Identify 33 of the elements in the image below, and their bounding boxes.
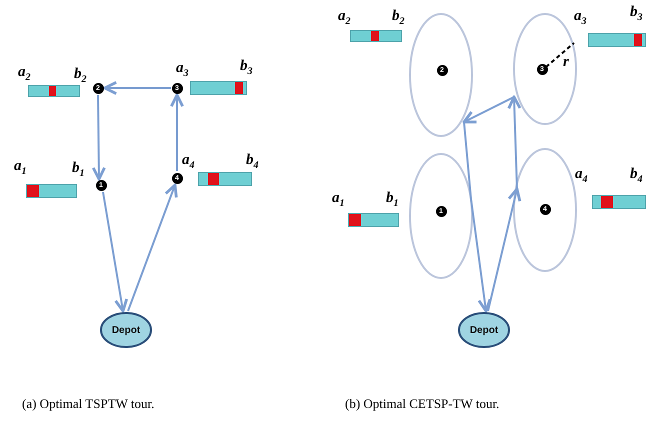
arrow [170,94,184,171]
time-window-label: a$_{3}$ [574,8,586,27]
time-window-label: a$_{2}$ [338,8,350,27]
time-window-label: b$_{1}$ [72,160,84,179]
arrow [92,94,106,180]
depot-ellipse: Depot [458,312,510,348]
arrow [462,96,514,124]
figure-caption: (a) Optimal TSPTW tour. [22,396,154,412]
radius-label: r [563,54,569,71]
time-window-label: b$_{3}$ [630,4,642,23]
time-window-label: b$_{4}$ [246,152,258,171]
time-window-label: b$_{2}$ [74,66,86,85]
neighborhood-ellipse [409,153,473,279]
time-window-label: b$_{3}$ [240,58,252,77]
arrow [487,188,522,312]
arrow [127,184,178,312]
time-window-label: a$_{2}$ [18,64,30,83]
time-window-label: a$_{4}$ [182,152,194,171]
arrow [104,81,171,95]
time-window-label: b$_{4}$ [630,166,642,185]
neighborhood-ellipse [409,13,473,137]
time-window-label: a$_{1}$ [332,190,344,209]
arrow [507,96,522,190]
time-window-label: b$_{1}$ [386,190,398,209]
time-window-label: a$_{3}$ [176,60,188,79]
time-window-label: a$_{1}$ [14,158,26,177]
time-window-label: a$_{4}$ [575,166,588,185]
neighborhood-ellipse [513,148,577,272]
time-window-label: b$_{2}$ [392,8,404,27]
figure-caption: (b) Optimal CETSP-TW tour. [345,396,500,412]
depot-ellipse: Depot [100,312,152,348]
arrow [470,198,492,312]
arrow [102,192,128,312]
